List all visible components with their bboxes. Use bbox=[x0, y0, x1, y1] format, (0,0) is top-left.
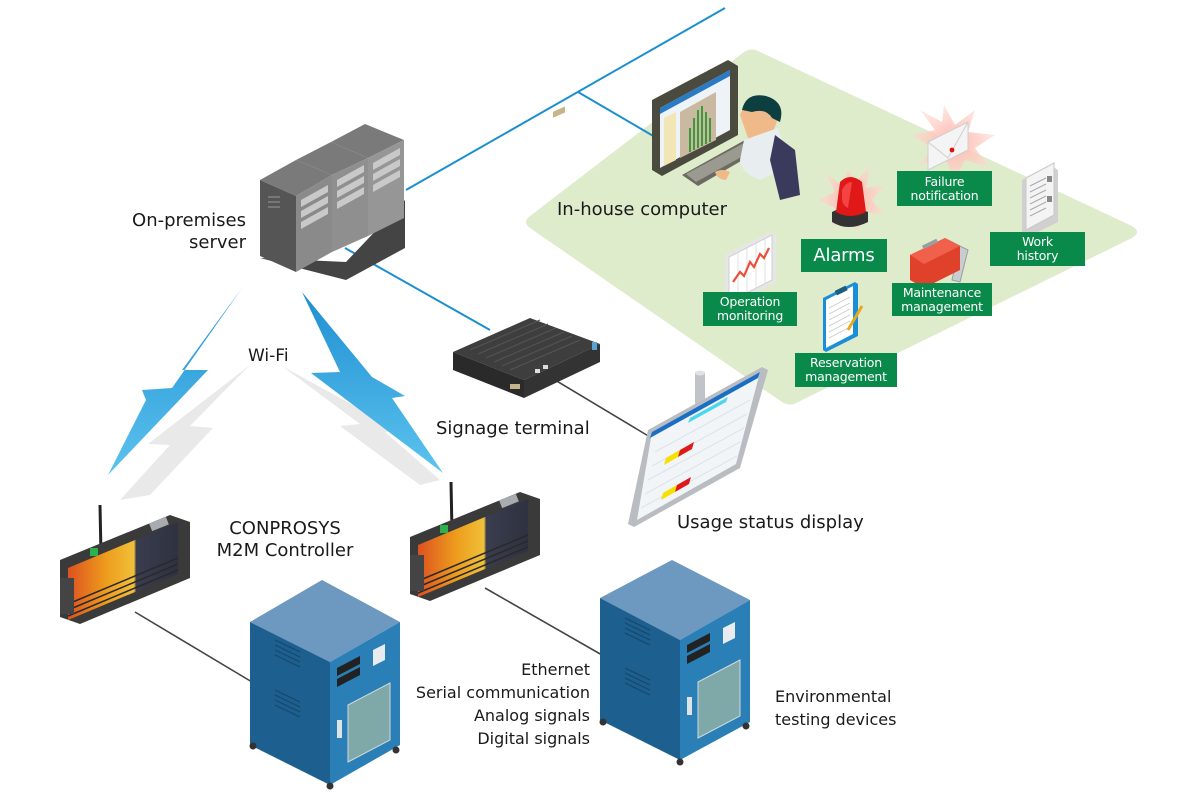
work-history-line1: Work bbox=[1022, 234, 1053, 249]
m2m-controller-icon-1 bbox=[60, 504, 190, 624]
operation-monitoring-label-box: Operation monitoring bbox=[703, 292, 797, 326]
work-history-label-box: Work history bbox=[990, 232, 1085, 266]
cable-controller2-to-device2 bbox=[484, 587, 603, 656]
env-devices-label-line1: Environmental bbox=[775, 687, 892, 706]
network-branch-to-computer bbox=[577, 91, 656, 138]
maintenance-management-line1: Maintenance bbox=[902, 284, 982, 300]
box-pc-icon bbox=[453, 106, 600, 398]
alarms-label-box: Alarms bbox=[801, 239, 887, 272]
alert-envelope-icon bbox=[912, 105, 995, 180]
server-rack-icon bbox=[260, 124, 405, 280]
document-stack-icon bbox=[1022, 162, 1058, 236]
network-backbone-line bbox=[405, 7, 726, 191]
operation-monitoring-line1: Operation bbox=[719, 294, 781, 309]
controller-label-line1: CONPROSYS bbox=[229, 518, 341, 539]
line-chart-icon bbox=[725, 232, 776, 306]
alarms-label: Alarms bbox=[813, 244, 875, 266]
maintenance-management-line2: management bbox=[901, 298, 983, 314]
wifi-bolt-right-icon bbox=[302, 292, 443, 473]
work-history-line2: history bbox=[1016, 248, 1059, 263]
server-label-line2: server bbox=[189, 232, 246, 253]
m2m-controller-icon-2 bbox=[410, 481, 540, 601]
interfaces-list: Ethernet Serial communication Analog sig… bbox=[380, 658, 590, 750]
usage-status-display-label: Usage status display bbox=[677, 512, 864, 533]
operation-monitoring-line2: monitoring bbox=[716, 308, 784, 323]
wifi-bolt-left-icon bbox=[108, 288, 242, 475]
signage-display-icon bbox=[628, 367, 768, 527]
interface-item: Digital signals bbox=[477, 729, 590, 748]
desktop-computer-user-icon bbox=[652, 60, 800, 200]
env-devices-label-line2: testing devices bbox=[775, 710, 897, 729]
failure-notification-line2: notification bbox=[910, 187, 979, 203]
red-siren-icon bbox=[818, 165, 885, 232]
wifi-shadow-bolts bbox=[120, 365, 440, 500]
controller-label: CONPROSYS M2M Controller bbox=[200, 518, 370, 562]
computer-label: In-house computer bbox=[557, 199, 728, 220]
hdmi-cable-line bbox=[544, 373, 656, 441]
controller-label-line2: M2M Controller bbox=[216, 540, 354, 561]
failure-notification-line1: Failure bbox=[924, 173, 965, 189]
interface-item: Ethernet bbox=[521, 660, 590, 679]
interface-item: Serial communication bbox=[415, 683, 590, 702]
reservation-management-line1: Reservation bbox=[810, 355, 882, 370]
reservation-management-label-box: Reservation management bbox=[795, 353, 897, 387]
maintenance-management-label-box: Maintenance management bbox=[892, 283, 992, 316]
cable-controller1-to-device1 bbox=[134, 611, 253, 683]
reservation-management-line2: management bbox=[805, 369, 887, 384]
signage-terminal-label: Signage terminal bbox=[436, 418, 590, 439]
server-label: On-premises server bbox=[90, 210, 246, 254]
environmental-chamber-icon-2 bbox=[599, 560, 750, 766]
wifi-label: Wi-Fi bbox=[248, 346, 289, 366]
interface-item: Analog signals bbox=[473, 706, 590, 725]
clipboard-pencil-icon bbox=[823, 282, 864, 352]
toolbox-wrench-icon bbox=[910, 238, 969, 288]
failure-notification-label-box: Failure notification bbox=[897, 171, 992, 206]
server-label-line1: On-premises bbox=[132, 210, 246, 231]
env-devices-label: Environmental testing devices bbox=[775, 685, 896, 731]
wired-lines bbox=[134, 373, 656, 683]
environmental-chamber-icon-1 bbox=[249, 580, 400, 790]
wifi-bolts bbox=[108, 288, 443, 475]
